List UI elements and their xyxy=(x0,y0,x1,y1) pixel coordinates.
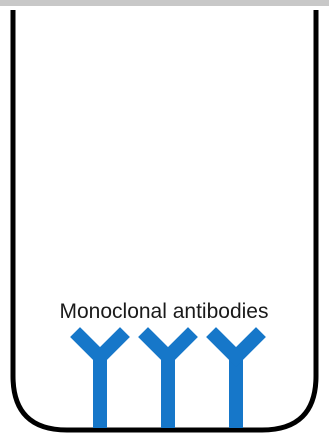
antibodies-label: Monoclonal antibodies xyxy=(60,300,269,323)
antibody-arms xyxy=(148,337,188,357)
antibody-icon xyxy=(148,337,188,428)
antibody-arms xyxy=(80,337,120,357)
well-top-rim xyxy=(0,0,329,6)
antibody-icon xyxy=(80,337,120,428)
antibody-group xyxy=(80,337,256,428)
antibody-icon xyxy=(216,337,256,428)
antibody-arms xyxy=(216,337,256,357)
